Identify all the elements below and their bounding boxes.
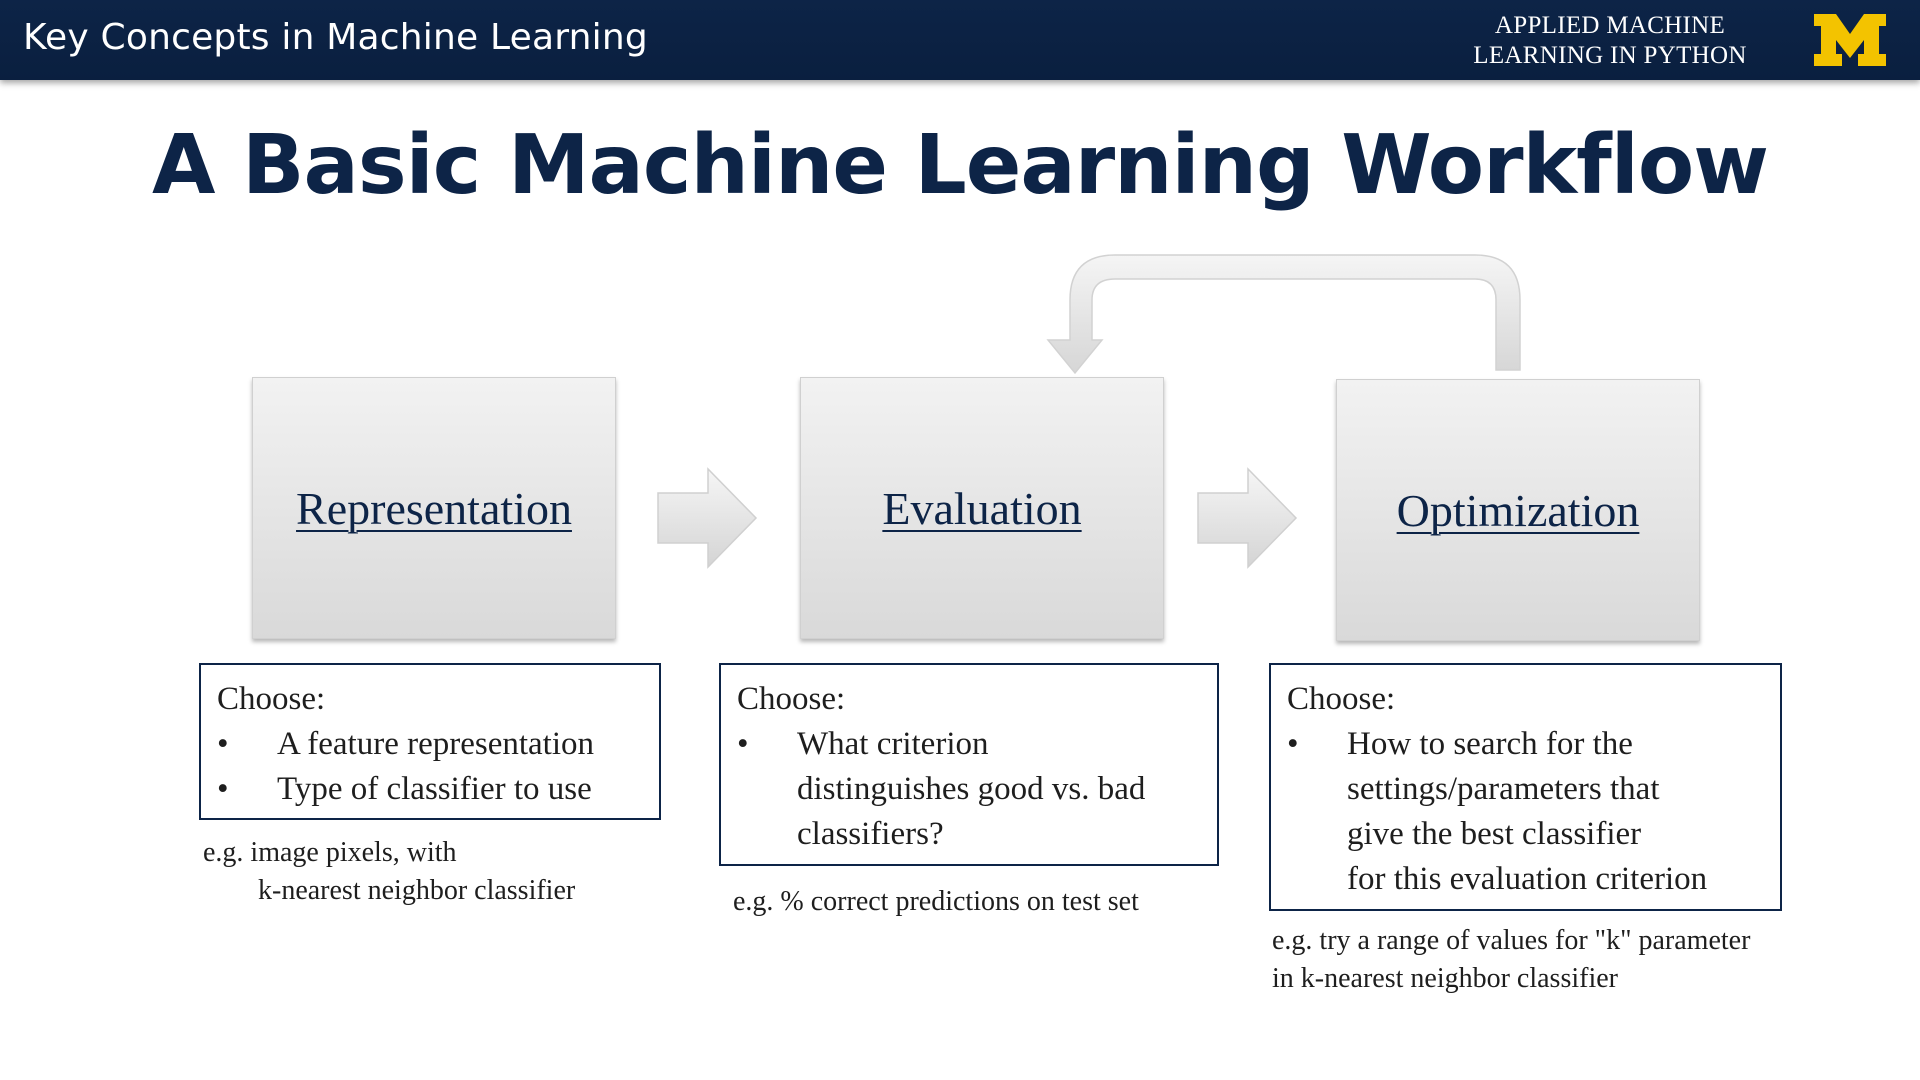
representation-choose-box: Choose: • A feature representation • Typ… (199, 663, 661, 820)
right-arrow-icon (657, 467, 758, 569)
example-line: e.g. % correct predictions on test set (733, 886, 1139, 917)
list-item: • Type of classifier to use (217, 767, 659, 812)
evaluation-example: e.g. % correct predictions on test set (733, 883, 1139, 921)
choose-heading: Choose: (737, 681, 846, 717)
bullet-text-line: classifiers? (797, 816, 944, 852)
example-line: e.g. try a range of values for "k" param… (1272, 925, 1751, 956)
course-title: APPLIED MACHINE LEARNING IN PYTHON (1445, 11, 1775, 71)
bullet-icon: • (737, 726, 749, 762)
header-bar: Key Concepts in Machine Learning APPLIED… (0, 0, 1920, 80)
bullet-text: A feature representation (277, 726, 595, 762)
bullet-icon: • (217, 771, 229, 807)
representation-stage-label: Representation (296, 482, 572, 534)
bullet-text: Type of classifier to use (277, 771, 592, 807)
bullet-icon: • (1287, 726, 1299, 762)
course-title-line-1: APPLIED MACHINE (1494, 12, 1726, 39)
lecture-title: Key Concepts in Machine Learning (23, 17, 648, 58)
bullet-icon: • (217, 726, 229, 762)
bullet-text-line: give the best classifier (1347, 816, 1642, 852)
optimization-stage-box: Optimization (1336, 379, 1700, 641)
course-title-line-2: LEARNING IN PYTHON (1473, 42, 1747, 69)
list-item: • A feature representation (217, 722, 659, 767)
list-item: • What criterion distinguishes good vs. … (737, 722, 1217, 857)
bullet-text-line: What criterion (797, 726, 989, 762)
optimization-choose-box: Choose: • How to search for the settings… (1269, 663, 1782, 911)
example-line: k-nearest neighbor classifier (258, 875, 576, 906)
evaluation-choose-box: Choose: • What criterion distinguishes g… (719, 663, 1219, 866)
representation-stage-box: Representation (252, 377, 616, 639)
bullet-text-line: for this evaluation criterion (1347, 861, 1708, 897)
example-line: e.g. image pixels, with (203, 837, 457, 868)
bullet-text-line: settings/parameters that (1347, 771, 1660, 807)
representation-example: e.g. image pixels, with k-nearest neighb… (203, 834, 575, 910)
loop-back-arrow-icon (1046, 254, 1521, 375)
slide-title: A Basic Machine Learning Workflow (152, 118, 1769, 213)
choose-heading: Choose: (217, 681, 326, 717)
evaluation-stage-box: Evaluation (800, 377, 1164, 639)
list-item: • How to search for the settings/paramet… (1287, 722, 1780, 902)
choose-heading: Choose: (1287, 681, 1396, 717)
optimization-example: e.g. try a range of values for "k" param… (1272, 922, 1750, 998)
example-line: in k-nearest neighbor classifier (1272, 963, 1618, 994)
university-block-m-logo-icon (1814, 14, 1886, 66)
optimization-stage-label: Optimization (1396, 484, 1640, 536)
right-arrow-icon (1197, 467, 1298, 569)
evaluation-stage-label: Evaluation (882, 482, 1082, 534)
bullet-text-line: distinguishes good vs. bad (797, 771, 1146, 807)
bullet-text-line: How to search for the (1347, 726, 1633, 762)
